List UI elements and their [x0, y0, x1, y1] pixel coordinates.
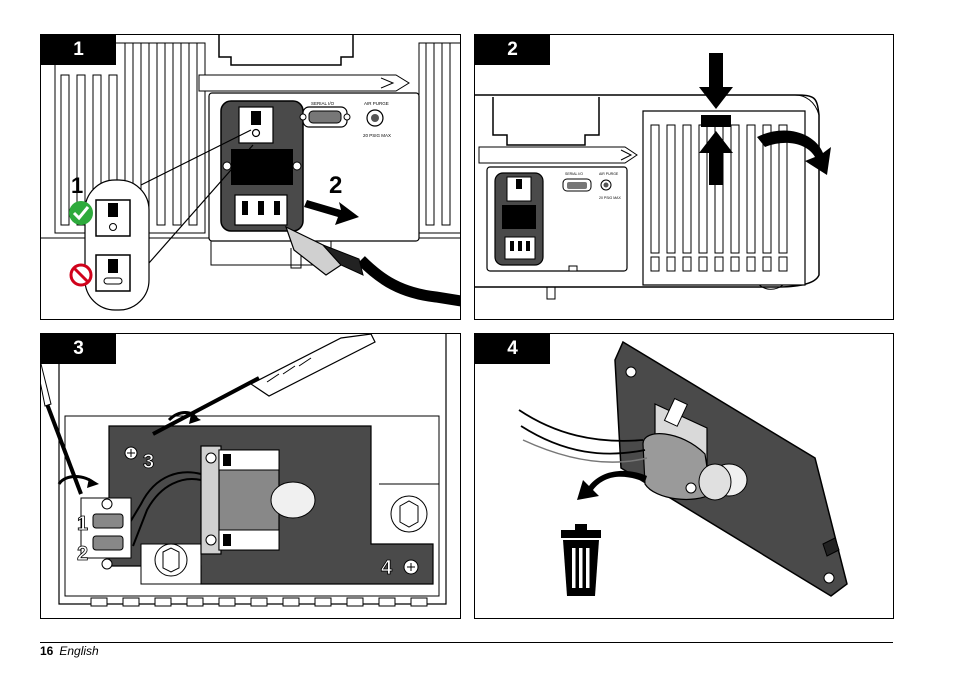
step-number: 3 — [73, 338, 84, 359]
lamp-discard-illustration — [518, 340, 848, 597]
step-4-badge: 4 — [475, 334, 550, 364]
callout-2: 2 — [329, 172, 342, 199]
serial-io-label: SERIAL I/O — [565, 172, 583, 176]
psig-max-label: 20 PSIG MAX — [599, 196, 621, 200]
open-arrow-icon — [757, 130, 831, 175]
step-3-panel: 3 — [40, 333, 461, 619]
step-4-panel: 4 — [474, 333, 894, 619]
step-2-badge: 2 — [475, 35, 550, 65]
callout-1: 1 — [77, 513, 88, 535]
arrow-down-icon — [699, 53, 733, 109]
step-3-badge: 3 — [41, 334, 116, 364]
step-2-panel: 2 SERIAL I/O AIR PURGE 20 PSIG MAX — [474, 34, 894, 320]
lamp-removal-illustration: 3 1 2 4 — [41, 334, 447, 607]
language-label: English — [59, 644, 99, 658]
callout-2: 2 — [77, 543, 88, 565]
step-number: 4 — [507, 338, 518, 359]
air-purge-label: AIR PURGE — [364, 101, 389, 106]
instrument-side-illustration: SERIAL I/O AIR PURGE 20 PSIG MAX — [475, 53, 831, 300]
serial-io-label: SERIAL I/O — [311, 101, 335, 106]
instrument-back-illustration: SERIAL I/O AIR PURGE 20 PSIG MAX 1 2 — [41, 35, 460, 311]
air-purge-label: AIR PURGE — [599, 172, 619, 176]
step-number: 1 — [73, 39, 84, 60]
callout-3: 3 — [143, 451, 154, 473]
trash-bin-icon — [561, 524, 601, 596]
psig-max-label: 20 PSIG MAX — [363, 133, 391, 138]
page-footer: 16 English — [40, 644, 99, 658]
discard-arrow-icon — [577, 470, 647, 500]
page-number: 16 — [40, 644, 54, 658]
ok-check-icon — [69, 201, 93, 225]
step-1-panel: 1 — [40, 34, 461, 320]
prohibited-icon — [69, 263, 93, 287]
step-1-badge: 1 — [41, 35, 116, 65]
footer-rule — [40, 642, 893, 643]
callout-1: 1 — [71, 173, 83, 198]
arrow-up-icon — [699, 131, 733, 185]
callout-4: 4 — [381, 557, 393, 579]
step-number: 2 — [507, 39, 518, 60]
